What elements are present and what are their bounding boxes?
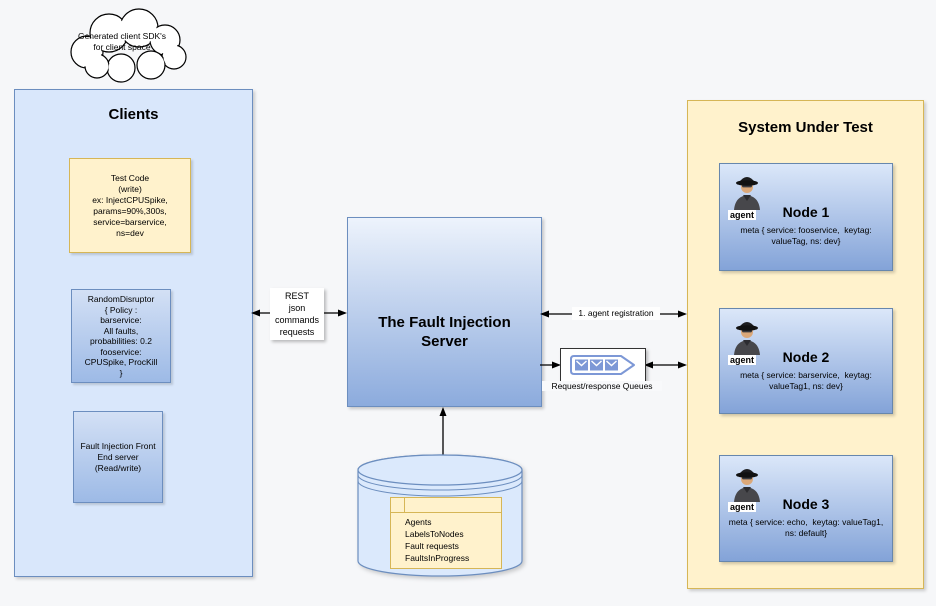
test-code-line: params=90%,300s, xyxy=(93,205,167,216)
random-disruptor-line: probabilities: 0.2 xyxy=(90,336,152,346)
fault-injection-server-box: The Fault Injection Server xyxy=(347,217,542,407)
database-table: Agents LabelsToNodes Fault requests Faul… xyxy=(390,497,502,569)
test-code-line: service=barservice, xyxy=(93,216,167,227)
database-table-row: Agents xyxy=(405,517,432,527)
node-meta-line: valueTag, ns: dev} xyxy=(771,236,841,246)
cloud-icon xyxy=(70,8,187,83)
test-code-line: (write) xyxy=(118,183,142,194)
node-3-box: agent Node 3 meta { service: echo, keyta… xyxy=(719,455,893,562)
agent-label: agent xyxy=(728,502,757,512)
database-table-header xyxy=(391,498,501,513)
sut-panel-title: System Under Test xyxy=(738,119,873,136)
rest-label-line: REST xyxy=(284,291,309,301)
agent-registration-label: 1. agent registration xyxy=(572,307,660,320)
node-meta: meta { service: fooservice, keytag: valu… xyxy=(720,225,892,247)
random-disruptor-line: CPUSpike, ProcKill xyxy=(84,357,158,367)
random-disruptor-box: RandomDisruptor { Policy : barservice: A… xyxy=(71,289,171,383)
test-code-line: ns=dev xyxy=(116,227,144,238)
agent-label: agent xyxy=(728,355,757,365)
node-meta-line: meta { service: barservice, keytag: xyxy=(740,370,872,380)
front-end-line: End server xyxy=(97,451,139,462)
server-to-queue-arrow xyxy=(540,361,561,369)
random-disruptor-line: barservice: xyxy=(100,315,142,325)
cloud-text-line1: Generated client SDK's xyxy=(77,31,167,41)
spy-agent-icon xyxy=(734,322,760,355)
random-disruptor-line: { Policy : xyxy=(104,304,138,315)
database-table-row: FaultsInProgress xyxy=(405,553,470,563)
node-title: Node 1 xyxy=(782,204,830,220)
test-code-line: Test Code xyxy=(110,172,150,183)
database-table-row: LabelsToNodes xyxy=(405,529,464,539)
message-queue-envelopes-icon xyxy=(570,355,635,375)
node-meta-line: ns: default} xyxy=(784,528,828,538)
node-title: Node 2 xyxy=(782,349,830,365)
random-disruptor-line: RandomDisruptor xyxy=(87,294,155,304)
test-code-line: ex: InjectCPUSpike, xyxy=(92,194,168,205)
random-disruptor-line: fooservice: xyxy=(100,346,142,357)
database-table-row: Fault requests xyxy=(405,541,459,551)
front-end-line: Fault Injection Front xyxy=(80,440,156,451)
db-to-server-arrow xyxy=(439,407,447,455)
node-meta: meta { service: barservice, keytag: valu… xyxy=(720,370,892,392)
node-title: Node 3 xyxy=(782,496,830,512)
spy-agent-icon xyxy=(734,177,760,210)
cloud-text-line2: for client space xyxy=(93,42,151,52)
cloud-text: Generated client SDK's for client space xyxy=(52,31,192,53)
queue-to-sut-arrow xyxy=(644,361,687,369)
request-response-queue-box xyxy=(560,348,646,382)
queue-caption: Request/response Queues xyxy=(542,381,662,391)
clients-panel: Clients Test Code (write) ex: InjectCPUS… xyxy=(14,89,253,577)
rest-label-line: commands xyxy=(274,315,319,325)
rest-label-line: json xyxy=(288,303,306,313)
clients-panel-title: Clients xyxy=(108,106,159,123)
node-meta: meta { service: echo, keytag: valueTag1,… xyxy=(720,517,892,539)
node-2-box: agent Node 2 meta { service: barservice,… xyxy=(719,308,893,414)
test-code-box: Test Code (write) ex: InjectCPUSpike, pa… xyxy=(69,158,191,253)
rest-label: REST json commands requests xyxy=(270,288,324,340)
database-table-header-cell xyxy=(391,498,405,512)
random-disruptor-line: All faults, xyxy=(103,325,139,336)
rest-label-line: requests xyxy=(279,327,315,337)
node-meta-line: meta { service: echo, keytag: valueTag1, xyxy=(728,517,884,527)
server-title-line2: Server xyxy=(421,333,468,350)
front-end-line: (Read/write) xyxy=(94,462,142,473)
agent-label: agent xyxy=(728,210,757,220)
random-disruptor-line: } xyxy=(119,367,123,378)
server-title-line1: The Fault Injection xyxy=(378,314,511,331)
sdk-cloud: Generated client SDK's for client space xyxy=(52,5,192,87)
spy-agent-icon xyxy=(734,469,760,502)
node-1-box: agent Node 1 meta { service: fooservice,… xyxy=(719,163,893,271)
node-meta-line: valueTag1, ns: dev} xyxy=(769,381,843,391)
system-under-test-panel: System Under Test agent Node 1 meta { se… xyxy=(687,100,924,589)
node-meta-line: meta { service: fooservice, keytag: xyxy=(740,225,872,235)
front-end-server-box: Fault Injection Front End server (Read/w… xyxy=(73,411,163,503)
